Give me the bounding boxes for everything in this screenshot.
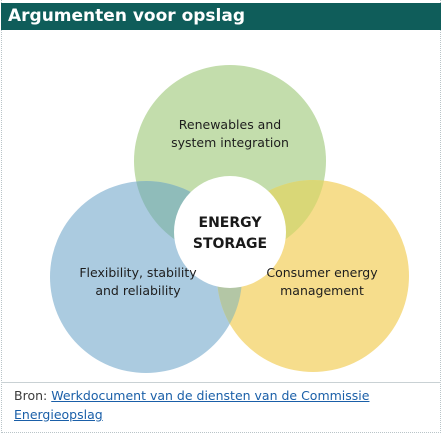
label-consumer: Consumer energy management (242, 264, 402, 300)
label-flexibility-line2: and reliability (95, 283, 181, 298)
label-renewables: Renewables and system integration (130, 116, 330, 152)
source-divider (1, 382, 441, 383)
label-consumer-line1: Consumer energy (266, 265, 378, 280)
header-bar: Argumenten voor opslag (1, 3, 441, 30)
center-energy-storage (174, 176, 286, 288)
label-renewables-line2: system integration (171, 135, 289, 150)
figure-title: Argumenten voor opslag (8, 6, 246, 26)
label-flexibility: Flexibility, stability and reliability (58, 264, 218, 300)
label-energy-storage: ENERGY STORAGE (175, 213, 285, 255)
label-energy-storage-line2: STORAGE (192, 236, 268, 252)
label-consumer-line2: management (280, 283, 364, 298)
source-prefix: Bron: (14, 388, 48, 403)
label-flexibility-line1: Flexibility, stability (79, 265, 197, 280)
source-link[interactable]: Werkdocument van de diensten van de Comm… (14, 388, 370, 422)
source-caption: Bron: Werkdocument van de diensten van d… (14, 386, 414, 424)
label-renewables-line1: Renewables and (178, 117, 282, 132)
label-energy-storage-line1: ENERGY (198, 215, 262, 231)
